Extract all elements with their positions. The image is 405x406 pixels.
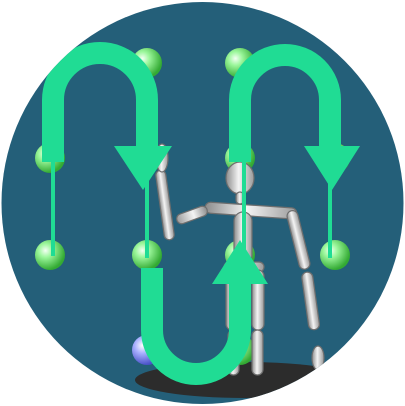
joint-sphere	[35, 240, 65, 270]
arrowhead-down	[304, 146, 360, 190]
joint-sphere	[320, 240, 350, 270]
arrowhead-down	[114, 146, 172, 190]
arrowhead-up	[212, 240, 268, 284]
